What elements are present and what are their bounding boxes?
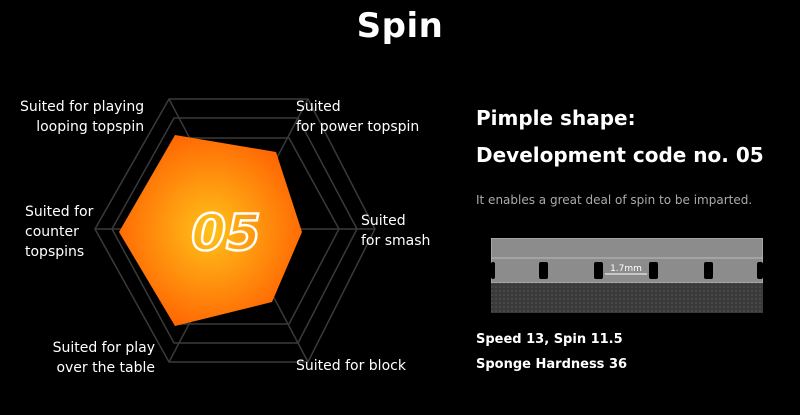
pimple-height-label: 1.7mm — [610, 264, 642, 274]
label-block: Suited for block — [296, 358, 406, 374]
radar-graphic: 05 — [94, 98, 376, 363]
pimple-layer-base — [491, 257, 763, 284]
sponge-hardness-spec: Sponge Hardness 36 — [476, 357, 628, 372]
radar-value-shape — [119, 135, 302, 326]
label-power-topspin: Suited for power topspin — [296, 99, 420, 135]
pimple-gap — [704, 262, 713, 279]
label-looping-topspin: Suited for playing looping topspin — [20, 99, 145, 135]
pimple-gap — [757, 262, 763, 279]
label-counter-topspins: Suited for counter topspins — [25, 204, 94, 260]
radar-center-label: 05 — [191, 204, 261, 262]
sponge-layer — [491, 283, 763, 313]
spin-description: It enables a great deal of spin to be im… — [476, 193, 753, 207]
rubber-topsheet — [491, 238, 763, 259]
performance-radar: 05 Suited for playing looping topspin Su… — [20, 98, 431, 376]
pimple-gap — [594, 262, 603, 279]
page-title: Spin — [356, 6, 444, 46]
pimple-shape-title: Pimple shape: Development code no. 05 — [476, 106, 764, 167]
pimple-gap — [539, 262, 548, 279]
label-smash: Suited for smash — [361, 213, 431, 249]
rubber-cross-section-diagram: 1.7mm — [491, 238, 763, 313]
pimple-layer — [491, 257, 763, 284]
speed-spin-spec: Speed 13, Spin 11.5 — [476, 332, 623, 347]
pimple-gap — [649, 262, 658, 279]
label-over-table: Suited for play over the table — [52, 340, 155, 376]
pimple-gap — [491, 262, 495, 279]
